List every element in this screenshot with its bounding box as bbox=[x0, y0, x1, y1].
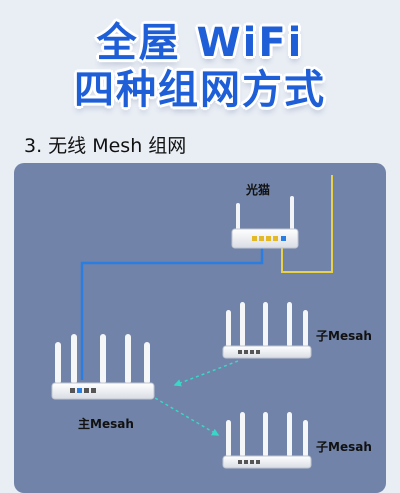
diagram-panel bbox=[14, 163, 386, 493]
modem-label: 光猫 bbox=[246, 183, 271, 197]
sub-router-1-label: 子Mesah bbox=[316, 329, 372, 343]
network-diagram bbox=[51, 175, 333, 469]
section-subtitle: 3. 无线 Mesh 组网 bbox=[24, 135, 187, 157]
page-title-line-1: 全屋 WiFi bbox=[96, 20, 304, 66]
wireless-link-1 bbox=[173, 360, 239, 387]
sub-router-1-icon bbox=[222, 302, 312, 359]
yellow-cable bbox=[281, 175, 333, 273]
modem-icon bbox=[231, 196, 299, 249]
sub-router-2-icon bbox=[222, 412, 312, 469]
sub-router-2-label: 子Mesah bbox=[316, 440, 372, 454]
main-router-icon bbox=[51, 334, 155, 400]
wireless-link-2 bbox=[149, 394, 220, 436]
main-router-label: 主Mesah bbox=[78, 417, 134, 431]
page-title-line-2: 四种组网方式 bbox=[74, 67, 326, 113]
blue-cable bbox=[80, 248, 264, 380]
